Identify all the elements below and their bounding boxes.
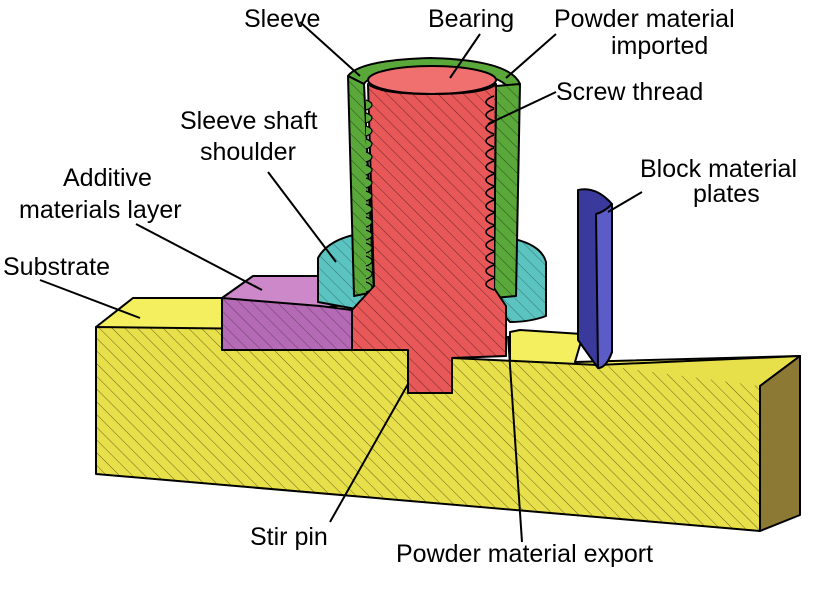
thread-tooth-left <box>365 255 373 267</box>
label-powder-in-1: Powder material <box>554 5 735 33</box>
thread-tooth-left <box>365 112 373 124</box>
label-substrate: Substrate <box>3 253 110 281</box>
thread-tooth-left <box>365 190 373 202</box>
label-shoulder-1: Sleeve shaft <box>180 107 318 135</box>
substrate-side-face <box>759 355 801 532</box>
leader-substrate <box>39 279 141 319</box>
label-powder-in-2: imported <box>611 32 708 60</box>
leader-block <box>607 191 643 213</box>
label-additive-1: Additive <box>63 164 152 192</box>
thread-tooth-left <box>365 216 373 228</box>
thread-tooth-right <box>485 199 495 213</box>
label-screw-thread: Screw thread <box>556 78 703 106</box>
label-powder-out: Powder material export <box>396 540 653 568</box>
screw-thread-teeth <box>365 95 495 293</box>
thread-tooth-right <box>485 277 495 291</box>
thread-tooth-right <box>485 225 495 239</box>
leader-additive <box>135 223 263 291</box>
thread-tooth-right <box>485 264 495 278</box>
label-sleeve: Sleeve <box>244 5 320 33</box>
thread-tooth-right <box>485 238 495 252</box>
thread-tooth-right <box>485 160 495 174</box>
thread-tooth-right <box>485 212 495 226</box>
label-block-2: plates <box>693 180 760 208</box>
thread-tooth-right <box>485 173 495 187</box>
thread-tooth-right <box>485 108 495 122</box>
leader-stir-pin <box>329 383 409 523</box>
thread-tooth-left <box>365 125 373 137</box>
thread-tooth-right <box>485 134 495 148</box>
bearing-stir-pin <box>351 65 507 394</box>
bearing-top-face <box>367 65 497 95</box>
thread-tooth-left <box>365 268 373 280</box>
thread-tooth-left <box>365 138 373 150</box>
label-bearing: Bearing <box>428 5 514 33</box>
plate-edge <box>595 203 613 369</box>
bearing-hatch <box>352 84 506 393</box>
leader-powder-out <box>507 335 523 543</box>
leader-lines <box>39 21 643 543</box>
thread-tooth-left <box>365 242 373 254</box>
thread-tooth-left <box>365 281 373 293</box>
thread-tooth-right <box>485 147 495 161</box>
label-shoulder-2: shoulder <box>200 138 296 166</box>
thread-tooth-right <box>485 186 495 200</box>
label-block-1: Block material <box>640 155 797 183</box>
block-material-plate <box>577 188 613 369</box>
leader-shoulder <box>267 171 337 263</box>
thread-tooth-left <box>365 99 373 111</box>
thread-tooth-left <box>365 164 373 176</box>
thread-tooth-left <box>365 177 373 189</box>
leader-bearing <box>449 33 481 79</box>
thread-tooth-right <box>485 95 495 109</box>
thread-tooth-left <box>365 203 373 215</box>
thread-tooth-left <box>365 151 373 163</box>
substrate-block <box>95 297 801 532</box>
labels: Sleeve Bearing Powder material imported … <box>3 5 797 568</box>
label-stir-pin: Stir pin <box>250 523 328 551</box>
leader-powder-in <box>505 33 557 79</box>
thread-tooth-left <box>365 229 373 241</box>
leader-sleeve <box>299 21 361 77</box>
leader-screw-thread <box>487 91 557 125</box>
thread-tooth-right <box>485 251 495 265</box>
label-additive-2: materials layer <box>19 196 182 224</box>
